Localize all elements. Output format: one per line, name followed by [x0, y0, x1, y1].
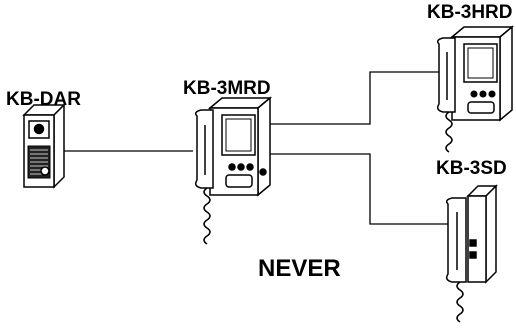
master-monitor-icon — [194, 96, 273, 245]
label-kb-3mrd: KB-3MRD — [183, 78, 271, 99]
sub-monitor-icon — [436, 25, 515, 153]
label-kb-3hrd: KB-3HRD — [427, 2, 513, 23]
sub-station-icon — [445, 184, 498, 323]
label-kb-3sd: KB-3SD — [436, 158, 507, 179]
door-station-icon — [22, 103, 66, 189]
warning-never: NEVER — [258, 255, 341, 282]
wire-mrd-to-sd — [268, 153, 448, 225]
label-kb-dar: KB-DAR — [6, 89, 81, 110]
wire-mrd-to-hrd — [268, 71, 440, 125]
